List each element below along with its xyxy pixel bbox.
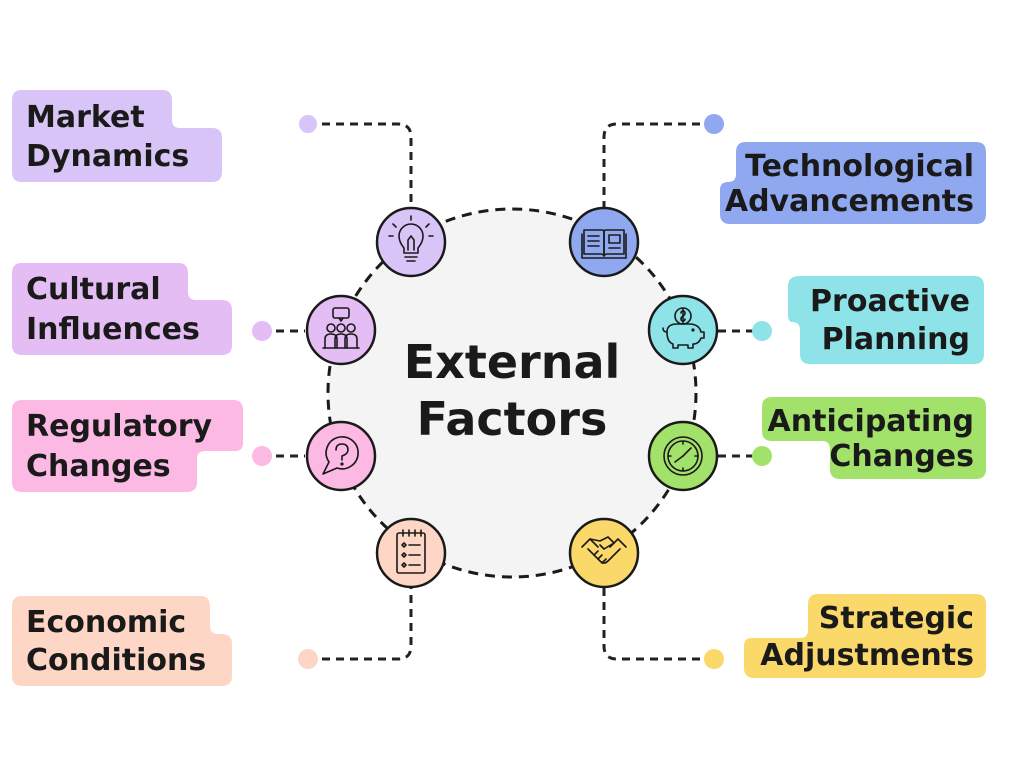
piggy-bank-icon	[647, 294, 719, 366]
factor-label-line1: Technological	[745, 149, 974, 184]
factor-label-line2: Influences	[26, 312, 200, 347]
factor-label-line2: Changes	[26, 449, 171, 484]
factor-label-line1: Anticipating	[768, 404, 974, 439]
clock-icon	[647, 420, 719, 492]
factor-label-line1: Regulatory	[26, 409, 213, 444]
people-icon	[305, 294, 377, 366]
endpoint-dots	[252, 114, 772, 669]
factor-label-regulatory-changes: Regulatory Changes	[12, 400, 243, 492]
factor-label-cultural-influences: Cultural Influences	[12, 263, 232, 355]
book-icon	[568, 206, 640, 278]
factor-label-proactive-planning: Proactive Planning	[788, 276, 984, 364]
center-title-line1: External	[404, 335, 621, 389]
lightbulb-icon	[375, 206, 447, 278]
checklist-icon	[375, 517, 447, 589]
factor-label-line2: Dynamics	[26, 139, 189, 174]
factor-label-line2: Conditions	[26, 643, 206, 678]
factor-label-anticipating-changes: Anticipating Changes	[762, 397, 986, 479]
factor-label-line2: Changes	[829, 439, 974, 474]
center-hub: External Factors	[326, 207, 698, 579]
factor-label-line1: Economic	[26, 605, 186, 640]
factor-label-technological-advancements: Technological Advancements	[720, 142, 986, 224]
factor-label-strategic-adjustments: Strategic Adjustments	[744, 594, 986, 678]
center-title-line2: Factors	[417, 392, 608, 446]
factor-label-market-dynamics: Market Dynamics	[12, 90, 222, 182]
handshake-icon	[568, 517, 640, 589]
factor-label-line2: Planning	[822, 322, 970, 357]
question-bubble-icon	[305, 420, 377, 492]
factor-label-line1: Strategic	[819, 601, 974, 636]
factor-label-line2: Advancements	[725, 184, 974, 219]
factor-label-line2: Adjustments	[760, 638, 974, 673]
factor-label-line1: Cultural	[26, 272, 161, 307]
factor-label-economic-conditions: Economic Conditions	[12, 596, 232, 686]
factor-label-line1: Market	[26, 100, 145, 135]
label-boxes: Market Dynamics Cultural Influences Regu…	[12, 90, 986, 686]
icon-nodes	[305, 206, 719, 589]
factor-label-line1: Proactive	[810, 284, 970, 319]
